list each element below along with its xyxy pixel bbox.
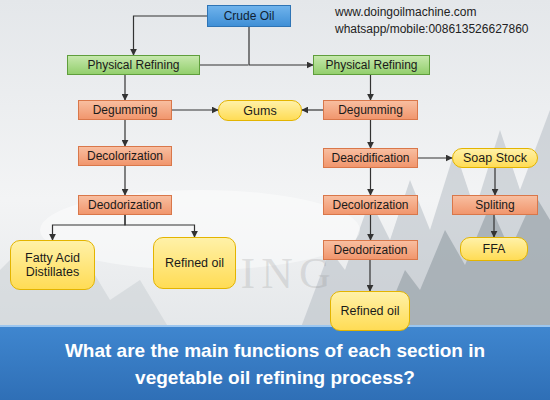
flow-arrow — [370, 75, 371, 100]
node-text-wrap: Physical Refining — [87, 58, 179, 72]
node-text-wrap: Decolorization — [332, 198, 408, 212]
process-box: Deodorization — [78, 195, 172, 215]
node-text-wrap: Deodorization — [88, 198, 162, 212]
product-box: Fatty Acid Distillates — [10, 240, 95, 290]
node-text-wrap: Fatty Acid Distillates — [11, 251, 94, 279]
node-label: Deodorization — [88, 198, 162, 212]
process-box: Decolorization — [323, 195, 418, 215]
flow-arrow — [369, 260, 370, 291]
node-label: Refined oil — [340, 304, 399, 318]
flow-arrow — [418, 157, 452, 158]
product-box: Refined oil — [330, 291, 410, 331]
node-label: FFA — [483, 242, 506, 256]
node-text-wrap: Decolorization — [87, 149, 163, 163]
product-box: Gums — [218, 100, 302, 121]
node-text-wrap: Deacidification — [331, 151, 409, 165]
flow-arrow — [172, 109, 218, 110]
flow-arrow — [494, 168, 495, 195]
flow-arrow — [53, 215, 126, 240]
node-label: Degumming — [93, 103, 158, 117]
node-label: Soap Stock — [463, 151, 527, 165]
flow-arrow — [370, 120, 371, 148]
caption-text: What are the main functions of each sect… — [30, 337, 520, 391]
flow-arrow — [249, 27, 313, 65]
caption-banner: What are the main functions of each sect… — [0, 325, 550, 400]
product-box: Soap Stock — [452, 148, 538, 168]
process-box: Degumming — [78, 100, 172, 120]
node-text-wrap: Refined oil — [340, 304, 399, 318]
website-label: www.doingoilmachine.com — [335, 5, 476, 19]
node-label: Deodorization — [333, 243, 407, 257]
flow-arrow — [124, 75, 125, 100]
product-box: Refined oil — [153, 237, 236, 289]
node-text-wrap: Spliting — [475, 198, 514, 212]
product-box: FFA — [460, 237, 528, 261]
node-label: Crude Oil — [224, 9, 275, 23]
node-label: Degumming — [338, 103, 403, 117]
node-label: Physical Refining — [325, 58, 417, 72]
crude-oil-box: Crude Oil — [207, 5, 291, 27]
flow-arrow — [370, 215, 371, 240]
flow-arrow — [302, 109, 323, 110]
node-label: Gums — [243, 104, 276, 118]
node-label: Spliting — [475, 198, 514, 212]
node-label: Decolorization — [332, 198, 408, 212]
process-box: Deodorization — [323, 240, 418, 260]
node-label: Fatty Acid Distillates — [11, 251, 94, 279]
node-text-wrap: Physical Refining — [325, 58, 417, 72]
process-box: Physical Refining — [67, 55, 200, 75]
flow-arrow — [370, 168, 371, 195]
process-box: Deacidification — [323, 148, 418, 168]
node-text-wrap: Degumming — [93, 103, 158, 117]
node-text-wrap: Deodorization — [333, 243, 407, 257]
node-text-wrap: Crude Oil — [224, 9, 275, 23]
node-label: Refined oil — [165, 256, 224, 270]
flow-arrow — [125, 215, 195, 237]
process-box: Physical Refining — [313, 55, 430, 75]
node-text-wrap: FFA — [483, 242, 506, 256]
node-text-wrap: Soap Stock — [463, 151, 527, 165]
flow-arrow — [134, 16, 208, 55]
node-label: Physical Refining — [87, 58, 179, 72]
node-label: Deacidification — [331, 151, 409, 165]
flow-arrow — [124, 166, 125, 195]
contact-label: whatsapp/mobile:008613526627860 — [335, 22, 529, 36]
process-box: Decolorization — [78, 146, 172, 166]
joint-line — [200, 64, 248, 65]
process-box: Spliting — [452, 195, 538, 215]
node-text-wrap: Degumming — [338, 103, 403, 117]
flow-arrow — [493, 215, 494, 237]
process-box: Degumming — [323, 100, 418, 120]
flow-arrow — [124, 120, 125, 146]
node-text-wrap: Refined oil — [165, 256, 224, 270]
node-text-wrap: Gums — [243, 104, 276, 118]
node-label: Decolorization — [87, 149, 163, 163]
